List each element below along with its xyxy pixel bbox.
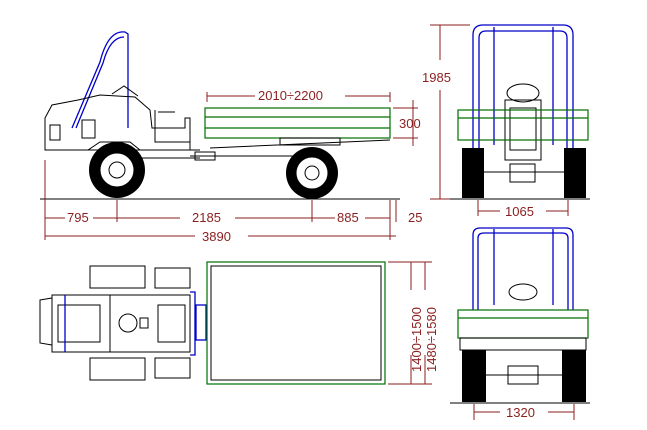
side-body [44, 94, 191, 151]
front-right-tyre [564, 148, 586, 198]
top-frame [64, 291, 196, 356]
rear-bed [457, 309, 589, 339]
rear-track-label: 1320 [506, 405, 535, 420]
rear-overhang-label: 885 [337, 210, 359, 225]
bed-outer-width-label: 1480÷1580 [424, 307, 439, 372]
top-hood [39, 294, 111, 353]
overall-height-label: 1985 [422, 70, 451, 85]
front-track-label: 1065 [505, 204, 534, 219]
side-rear-wheel [286, 147, 338, 199]
bed-height-label: 300 [399, 116, 421, 131]
bed-length-label: 2010÷2200 [258, 88, 323, 103]
front-overhang-label: 795 [67, 210, 89, 225]
side-roll-bar [71, 31, 129, 129]
top-view: 1400÷1500 1480÷1580 [39, 261, 439, 385]
side-front-wheel [89, 142, 145, 198]
bed-inner-width-label: 1400÷1500 [409, 307, 424, 372]
front-left-tyre [462, 148, 484, 198]
rear-gap-label: 25 [408, 210, 422, 225]
wheelbase-label: 2185 [192, 210, 221, 225]
rear-left-tyre [462, 350, 486, 402]
overall-length-label: 3890 [202, 229, 231, 244]
front-roll-bar [472, 24, 574, 150]
top-bed [206, 261, 386, 385]
front-bed [457, 109, 589, 141]
front-view: 1985 1065 [422, 24, 590, 219]
side-view: 2010÷2200 300 795 2185 885 25 3890 [40, 31, 422, 244]
rear-view: 1320 [450, 227, 590, 420]
rear-right-tyre [562, 350, 586, 402]
side-bed [204, 107, 391, 139]
rear-roll-bar [472, 227, 574, 310]
